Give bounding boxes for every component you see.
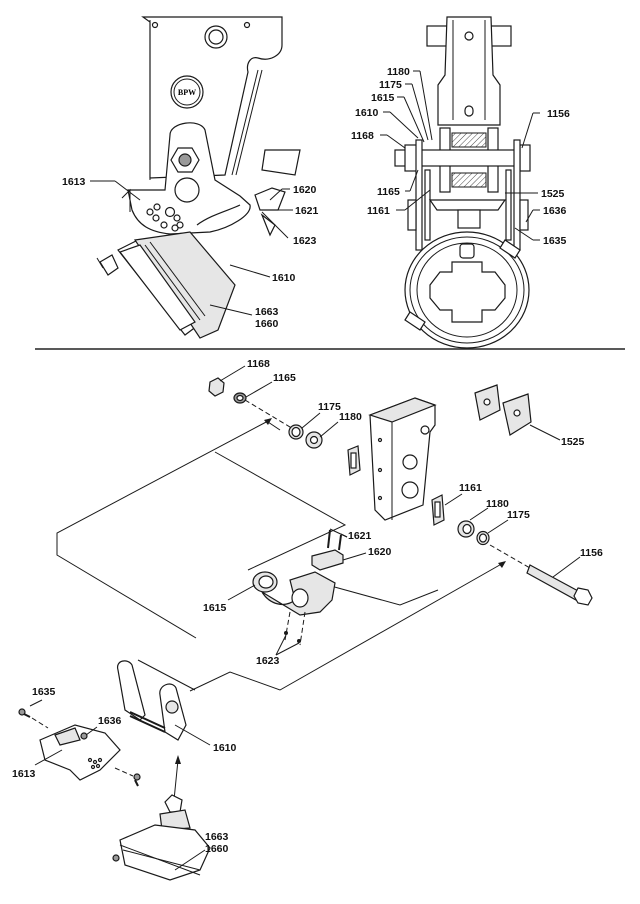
side-view: BPW [62,16,319,339]
bpw-logo-icon [174,177,200,203]
brake-chamber-exploded [112,794,211,881]
callout-1156: 1156 [547,108,570,120]
callout-1621: 1621 [295,205,319,217]
callout-1663: 1663 [255,306,279,318]
callout-1613: 1613 [12,768,36,780]
tab-right [490,25,512,47]
callout-1175: 1175 [379,79,402,91]
bushing-section [451,132,487,148]
callout-1165: 1165 [273,372,296,384]
callout-1165: 1165 [377,186,400,198]
callout-1168: 1168 [351,130,374,142]
callout-1621: 1621 [348,530,372,542]
slot [196,204,241,226]
callout-1610: 1610 [213,742,237,754]
callout-1525: 1525 [541,188,565,200]
callout-1610: 1610 [272,272,296,284]
assembly-guide-lines [56,418,506,821]
bolt-1156 [526,564,593,606]
pin-1623 [284,631,288,635]
bpw-logo-icon: BPW [170,75,204,109]
callout-1635: 1635 [32,686,56,698]
callout-1610: 1610 [355,107,379,119]
brake-chamber-front [404,231,530,349]
hanger-bracket-exploded [368,397,437,521]
brake-chamber [96,231,236,339]
nut-1168 [208,377,225,397]
callout-1620: 1620 [293,184,317,196]
callout-1663: 1663 [205,831,229,843]
callout-1156: 1156 [580,547,603,559]
callout-1161: 1161 [459,482,482,494]
exploded-view: 1168 1165 1175 1180 1525 1161 1180 1175 … [12,358,603,881]
callout-1613: 1613 [62,176,86,188]
svg-text:BPW: BPW [178,88,196,97]
side-view-callouts: 1613 1620 1621 1623 1610 1663 1660 [62,176,319,330]
callout-1620: 1620 [368,546,392,558]
callout-1615: 1615 [203,602,227,614]
callout-1636: 1636 [543,205,567,217]
callout-1623: 1623 [293,235,317,247]
cross-pattern [429,261,506,323]
tab-left [426,25,448,47]
callout-1180: 1180 [339,411,362,423]
exploded-callouts: 1168 1165 1175 1180 1525 1161 1180 1175 … [12,358,603,871]
callout-1175b: 1175 [507,509,530,521]
callout-1175: 1175 [318,401,341,413]
callout-1636: 1636 [98,715,122,727]
yoke-1615 [252,571,336,616]
axle-beam [261,149,301,176]
callout-1168: 1168 [247,358,270,370]
front-view-callouts: 1180 1175 1615 1610 1168 1156 1165 1525 … [351,66,570,247]
callout-1635: 1635 [543,235,567,247]
callout-1660: 1660 [205,843,229,855]
bolt-hole-icon [243,21,251,29]
lock-block-1620 [311,549,344,571]
callout-1180b: 1180 [486,498,509,510]
callout-1660: 1660 [255,318,279,330]
callout-1615: 1615 [371,92,395,104]
adjuster-holes [146,203,184,232]
screw-1635 [18,708,141,787]
cam-lever-1610 [116,660,187,741]
front-section-view: 1180 1175 1615 1610 1168 1156 1165 1525 … [351,16,570,349]
callout-1161: 1161 [367,205,390,217]
callout-1623: 1623 [256,655,280,667]
callout-1525: 1525 [561,436,585,448]
callout-1180: 1180 [387,66,410,78]
nut-1636 [80,732,88,740]
lock-plate [254,187,286,211]
bolt-axis [244,399,296,431]
bolt-hole-icon [151,21,159,29]
clip-1613 [39,724,121,781]
